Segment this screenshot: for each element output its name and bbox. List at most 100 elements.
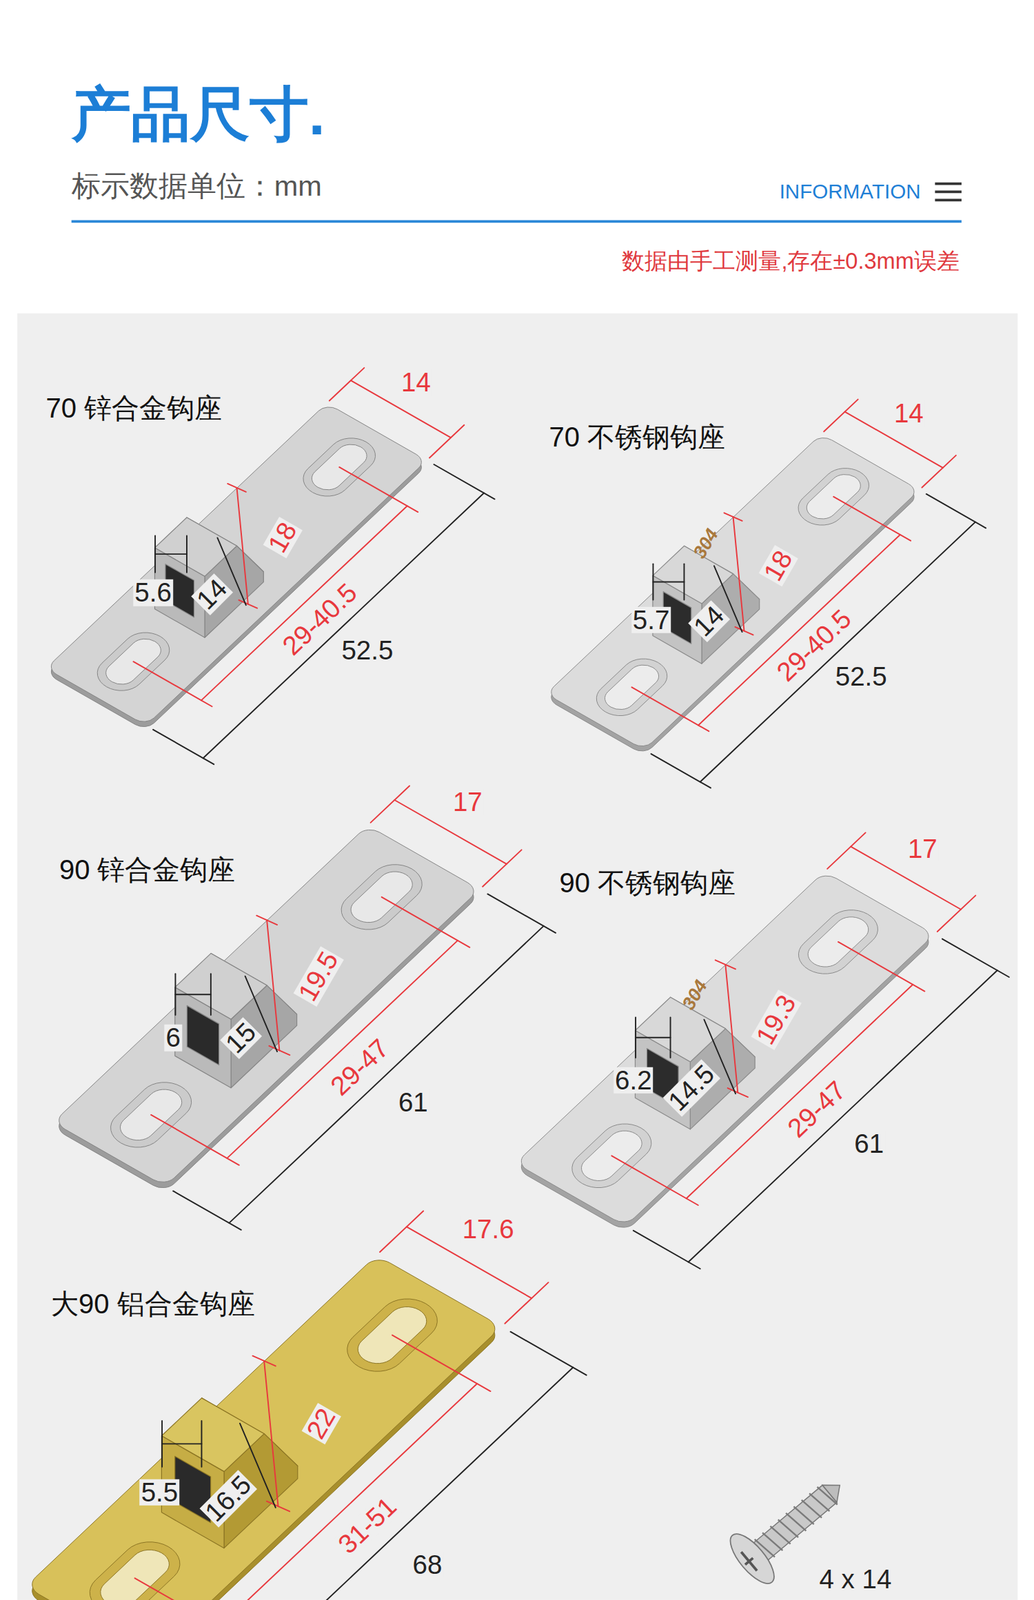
slot-rim: [77, 1533, 191, 1600]
plate-thickness: [53, 831, 480, 1193]
dimension-lines: [133, 368, 495, 765]
plate-side: [46, 408, 427, 732]
extension-line: [833, 497, 911, 542]
header-rule: [71, 220, 962, 224]
extension-line: [379, 1211, 424, 1254]
menu-icon: [934, 182, 961, 186]
screw-cross: [745, 1558, 753, 1566]
extension-line: [827, 832, 866, 869]
plate-face: [46, 403, 427, 726]
hook-notch: [186, 1005, 219, 1066]
dimension-tick: [724, 512, 743, 522]
extension-line: [370, 785, 410, 823]
length-dimension-line: [203, 492, 484, 759]
screw-size: 4 x 14: [818, 1566, 892, 1594]
extension-line: [381, 897, 471, 948]
notch-width-line: [635, 1037, 671, 1039]
plate: [545, 434, 919, 750]
plate-face: [53, 825, 480, 1188]
notch-width-line: [652, 581, 684, 584]
width-dimension: 17: [906, 835, 939, 863]
dimension-tick: [252, 1356, 276, 1367]
extension-line: [487, 894, 556, 933]
extension-line: [133, 661, 213, 707]
notch-width-line: [161, 1443, 202, 1445]
slot-spacing-line: [201, 505, 408, 701]
plate-thickness: [46, 408, 427, 732]
hook-width-dimension: 14.5: [663, 1060, 721, 1118]
slot-spacing-line: [219, 1384, 478, 1600]
dimension-lines: [150, 785, 556, 1230]
extension-line: [504, 1282, 549, 1325]
plate-face: [515, 872, 935, 1228]
width-dimension: 14: [892, 400, 926, 428]
extension-line: [651, 754, 711, 788]
extension-line: [392, 1335, 491, 1392]
extension-line: [632, 687, 710, 732]
length-dimension: 52.5: [834, 663, 889, 691]
extension-line: [173, 1191, 242, 1230]
extension-line: [921, 455, 956, 489]
width-dimension: 17: [451, 789, 484, 817]
menu-icon: [934, 190, 961, 194]
hook-seat-figure: [545, 399, 986, 789]
notch-width-dimension: 5.7: [631, 606, 672, 634]
plate-face: [25, 1255, 502, 1600]
page-title: 产品尺寸.: [71, 84, 326, 145]
extension-line: [838, 942, 925, 992]
plate-side: [545, 439, 919, 755]
length-dimension: 68: [410, 1551, 444, 1579]
hook-height-dimension: 19.5: [292, 946, 344, 1008]
extension-line: [926, 494, 986, 529]
extension-line: [429, 425, 464, 459]
extension-line: [482, 849, 522, 887]
slot-spacing-line: [698, 534, 901, 726]
extension-line: [153, 730, 214, 765]
plate: [25, 1255, 502, 1600]
extension-line: [433, 464, 495, 500]
error-note: 数据由手工测量,存在±0.3mm误差: [621, 250, 960, 273]
slot-spacing-dimension: 31-51: [332, 1492, 403, 1560]
slot-spacing-line: [686, 985, 914, 1199]
dimension-lines: [632, 399, 987, 789]
length-dimension-line: [228, 926, 544, 1224]
slot-spacing-line: [226, 940, 458, 1159]
extension-line: [510, 1332, 587, 1376]
extension-line: [135, 1578, 234, 1600]
length-dimension-line: [221, 1368, 573, 1600]
plate-thickness: [545, 439, 919, 755]
hook-height-dimension: 22: [301, 1403, 342, 1445]
plate-thickness: [515, 877, 935, 1233]
screw-cross: [741, 1552, 757, 1571]
length-dimension: 61: [397, 1089, 430, 1117]
hook-height-dimension: 19.3: [750, 989, 802, 1051]
slot-hole: [93, 1544, 178, 1600]
part-name: 70 锌合金钩座: [46, 394, 223, 422]
gray-panel: [17, 313, 1018, 1600]
plate: [46, 403, 427, 726]
hook-width-dimension: 14: [687, 600, 730, 642]
screw-head: [723, 1528, 782, 1591]
part-name: 70 不锈钢钩座: [549, 423, 726, 451]
length-dimension: 52.5: [339, 637, 395, 665]
dimension-tick: [268, 1046, 290, 1056]
dimension-lines: [135, 1211, 587, 1600]
plate: [53, 825, 480, 1188]
extension-line: [150, 1115, 240, 1166]
dimension-tick: [256, 916, 278, 926]
hook-height-dimension: 18: [263, 517, 303, 559]
hook-seat-figure: [53, 785, 556, 1230]
dimension-tick: [715, 960, 736, 970]
extension-line: [823, 399, 858, 433]
hook-seat-figure: [46, 368, 495, 765]
extension-line: [339, 467, 418, 513]
plate-face: [545, 434, 919, 750]
hook-height-dimension: 18: [758, 545, 799, 587]
hook-seat-figure: [25, 1211, 587, 1600]
dimension-lines: [611, 832, 1009, 1270]
extension-line: [611, 1156, 698, 1206]
material-stamp: 304: [679, 977, 711, 1014]
extension-line: [633, 1231, 701, 1270]
notch-width-dimension: 5.6: [133, 579, 174, 607]
